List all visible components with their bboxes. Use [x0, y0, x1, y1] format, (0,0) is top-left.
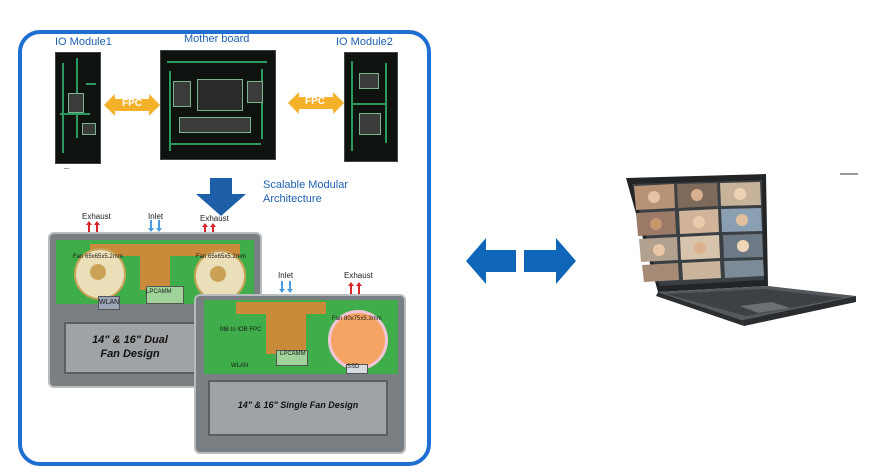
down-arrow-icon — [196, 178, 246, 216]
exhaust-left-label: Exhaust — [82, 212, 111, 221]
lpcamm-label: LPCAMM — [146, 289, 172, 295]
motherboard-board — [160, 50, 276, 160]
fpc-right-arrow — [288, 92, 344, 114]
wlan-label: WLAN — [99, 299, 120, 306]
io-module1-board — [55, 52, 101, 164]
laptop-icon — [626, 173, 858, 326]
io-module2-board — [344, 52, 398, 162]
motherboard-label: Mother board — [184, 33, 250, 45]
ssd-label: SSD — [347, 364, 360, 370]
double-arrow-icon — [466, 238, 576, 284]
fan-left-label: Fan 65x65x5.2mm — [73, 254, 123, 260]
fpc-left-arrow — [104, 94, 160, 116]
inlet-label-top: Inlet — [148, 212, 164, 221]
io-module1-dimension: — — [64, 166, 69, 172]
single-fan-battery: 14" & 16" Single Fan Design — [208, 380, 388, 436]
dual-battery-line2: Fan Design — [100, 348, 160, 360]
inlet-label-single: Inlet — [278, 271, 294, 280]
wlan-label-single: WLAN — [231, 363, 249, 369]
fpc-left-label: FPC — [122, 98, 142, 109]
dual-battery-line1: 14" & 16" Dual — [92, 334, 168, 346]
io-module2-label: IO Module2 — [336, 36, 393, 48]
inlet-arrows-single — [279, 281, 293, 293]
single-fan-label: Fan 80x75x5.3mm — [332, 316, 382, 322]
exhaust-right-label: Exhaust — [200, 214, 229, 223]
fan-right-label: Fan 65x65x5.2mm — [196, 254, 246, 260]
dual-fan-battery: 14" & 16" Dual Fan Design — [64, 322, 196, 374]
exhaust-arrows-single — [348, 282, 362, 294]
scalable-label: Scalable Modular — [263, 179, 348, 191]
mb-iob-label: MB to IOB FPC — [220, 327, 262, 333]
single-battery-label: 14" & 16" Single Fan Design — [237, 400, 359, 410]
exhaust-label-single: Exhaust — [344, 271, 373, 280]
inlet-arrows-top — [148, 220, 162, 232]
exhaust-right-arrows — [202, 223, 216, 235]
fpc-right-label: FPC — [305, 96, 325, 107]
io-module1-label: IO Module1 — [55, 36, 112, 48]
architecture-label: Architecture — [263, 193, 322, 205]
exhaust-left-arrows — [86, 221, 100, 233]
lpcamm-label-single: LPCAMM — [280, 351, 306, 357]
